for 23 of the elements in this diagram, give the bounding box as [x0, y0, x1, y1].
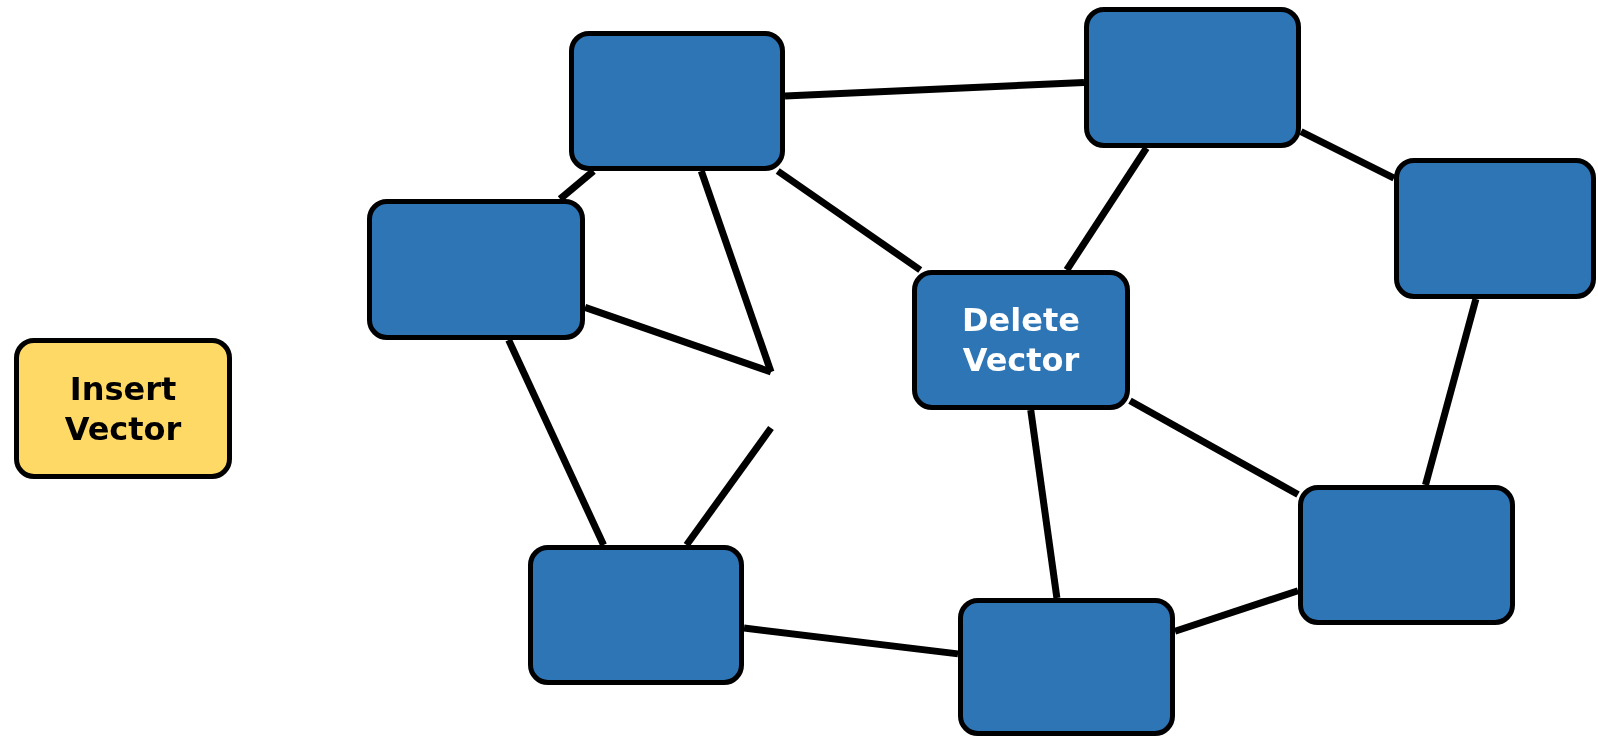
connector-line [1128, 397, 1300, 498]
connector-line [1063, 146, 1150, 272]
connector-line [1027, 409, 1061, 599]
process-box [1394, 158, 1596, 299]
process-box [528, 545, 744, 685]
connector-line [743, 624, 959, 658]
box-label: Delete Vector [961, 300, 1081, 380]
connector-line [583, 304, 773, 376]
connector-line [784, 78, 1085, 100]
process-box [958, 598, 1175, 736]
process-box [912, 270, 1130, 410]
process-box [367, 199, 585, 340]
process-box [1084, 7, 1301, 148]
connector-line [1173, 587, 1300, 635]
process-box [14, 338, 232, 479]
connector-line [505, 338, 607, 547]
connector-line [775, 168, 923, 273]
connector-line [1422, 298, 1480, 486]
connector-line [1299, 128, 1396, 182]
process-box [1298, 485, 1515, 625]
box-label: Insert Vector [63, 368, 183, 449]
connector-line [697, 169, 775, 374]
process-box [569, 31, 785, 171]
